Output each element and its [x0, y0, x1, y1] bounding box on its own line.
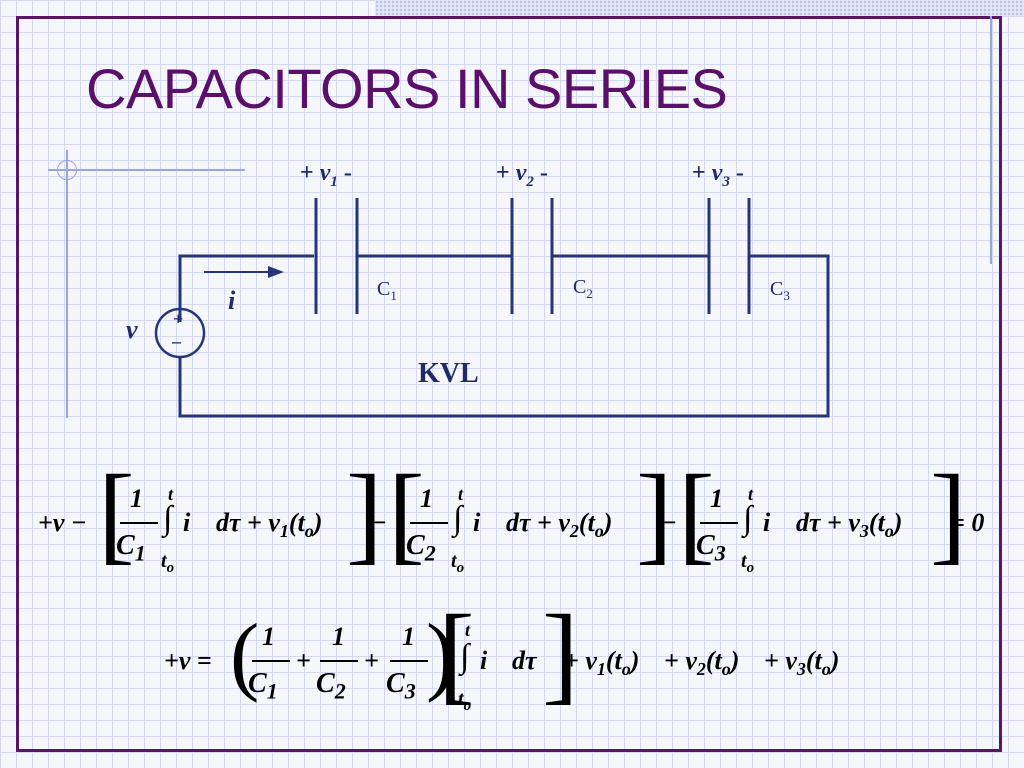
- equation-1-integral-lower-1: to: [161, 550, 175, 576]
- page-title: CAPACITORS IN SERIES: [86, 57, 728, 120]
- equation-1-bracket-close-3: ]: [930, 452, 967, 574]
- equation-2-fraction-numerator-2: 1: [332, 622, 345, 651]
- equation-1-fraction-numerator-2: 1: [420, 484, 433, 513]
- equation-1-integral-sign-2: ∫: [453, 500, 463, 537]
- equation-1-fraction-numerator-3: 1: [710, 484, 723, 513]
- equation-2-tail-2: + v2(to): [664, 646, 740, 680]
- capacitor-label-c1: C1: [377, 278, 397, 303]
- wire-top-left: [178, 254, 314, 322]
- capacitor-label-c2: C2: [573, 276, 593, 301]
- equation-1-fraction-bar-1: [120, 522, 158, 524]
- equation-1-start: +v −: [38, 508, 87, 537]
- source-plus-sign: +: [173, 309, 184, 329]
- equation-2-fraction-denominator-3: C3: [386, 668, 416, 704]
- current-arrowhead-icon: [268, 266, 284, 278]
- equation-2-tail-1: + v1(to): [564, 646, 640, 680]
- equation-2-fraction-bar-1: [252, 660, 290, 662]
- equation-1-bracket-close-1: ]: [346, 452, 383, 574]
- deco-line-right: [990, 16, 992, 264]
- kvl-label: KVL: [418, 358, 479, 389]
- equation-1-fraction-numerator-1: 1: [130, 484, 143, 513]
- current-label: i: [228, 286, 236, 315]
- source-minus-sign: –: [172, 331, 181, 351]
- equation-2-paren-open: (: [230, 607, 260, 704]
- equation-2-fraction-numerator-1: 1: [262, 622, 275, 651]
- equation-2-integral-lower: to: [458, 688, 472, 714]
- capacitor-label-c3: C3: [770, 278, 790, 303]
- equation-2-integrand: i: [480, 646, 488, 675]
- equation-2-plus-2: +: [364, 646, 379, 675]
- equation-1-integral-upper-2: t: [458, 484, 464, 504]
- equation-1-integral-sign-3: ∫: [743, 500, 753, 537]
- voltage-label-v3: + v3 -: [692, 160, 744, 190]
- voltage-label-v1: + v1 -: [300, 160, 352, 190]
- equation-1-bracket-close-2: ]: [636, 452, 673, 574]
- equation-1-integral-lower-3: to: [741, 550, 755, 576]
- equation-1-fraction-bar-2: [410, 522, 448, 524]
- equation-1-minus-2: −: [661, 508, 677, 537]
- equation-1-integral-upper-1: t: [168, 484, 174, 504]
- equation-2-bracket-open: [: [438, 592, 475, 714]
- equation-2-paren-close: ): [426, 607, 456, 704]
- deco-line-vertical: [66, 150, 68, 418]
- equation-2-tail-3: + v3(to): [764, 646, 840, 680]
- equation-1-bracket-open-1: [: [98, 452, 135, 574]
- equation-1-integral-upper-3: t: [748, 484, 754, 504]
- slide-frame: [16, 16, 1002, 752]
- deco-line-horizontal: [48, 169, 245, 171]
- equation-1-fraction-denominator-1: C1: [116, 530, 146, 566]
- equation-1-integral-sign-1: ∫: [163, 500, 173, 537]
- voltage-label-v2: + v2 -: [496, 160, 548, 190]
- top-decorative-band: [375, 0, 1024, 16]
- equation-2-bracket-close: ]: [542, 592, 579, 714]
- equation-1-integrand-2: i: [473, 508, 481, 537]
- voltage-source-circle: [154, 307, 206, 359]
- equation-1-term-rest-1: dτ + v1(to): [216, 508, 323, 542]
- equation-1-integrand-3: i: [763, 508, 771, 537]
- equation-2-fraction-numerator-3: 1: [402, 622, 415, 651]
- deco-circle: [57, 160, 77, 180]
- wire-return: [178, 254, 830, 418]
- equation-1-fraction-denominator-3: C3: [696, 530, 726, 566]
- equation-1-term-rest-3: dτ + v3(to): [796, 508, 903, 542]
- equation-1-bracket-open-3: [: [678, 452, 715, 574]
- equation-1-minus-1: −: [371, 508, 387, 537]
- equation-1-fraction-bar-3: [700, 522, 738, 524]
- equation-2-fraction-denominator-2: C2: [316, 668, 346, 704]
- equation-1-integrand-1: i: [183, 508, 191, 537]
- equation-2-fraction-denominator-1: C1: [248, 668, 278, 704]
- equation-2-fraction-bar-3: [390, 660, 428, 662]
- equation-2-differential: dτ: [512, 646, 537, 675]
- equation-2-integral-upper: t: [465, 620, 471, 640]
- equation-2-integral-sign: ∫: [460, 638, 470, 675]
- equation-1-integral-lower-2: to: [451, 550, 465, 576]
- equation-2-plus-1: +: [296, 646, 311, 675]
- equation-1-fraction-denominator-2: C2: [406, 530, 436, 566]
- equation-1-term-rest-2: dτ + v2(to): [506, 508, 613, 542]
- equation-2-lhs: +v =: [164, 646, 212, 675]
- source-label: v: [126, 315, 138, 344]
- equation-1-end: = 0: [950, 508, 985, 537]
- equation-1-bracket-open-2: [: [388, 452, 425, 574]
- equation-2-fraction-bar-2: [320, 660, 358, 662]
